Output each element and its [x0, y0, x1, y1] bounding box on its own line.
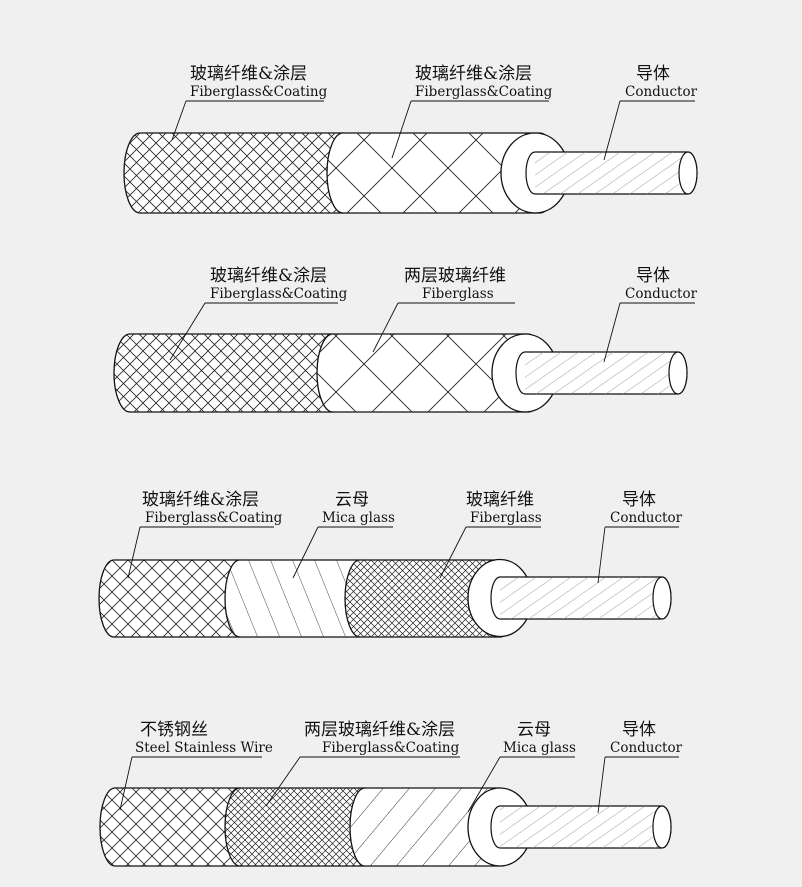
label-en: Conductor: [610, 510, 683, 526]
label-cn: 两层玻璃纤维: [404, 266, 506, 286]
cable-2-conductor: [515, 351, 688, 395]
label-cn: 导体: [636, 64, 670, 84]
cable-4: 不锈钢丝 Steel Stainless Wire 两层玻璃纤维&涂层 Fibe…: [99, 720, 683, 867]
label-cn: 导体: [622, 720, 656, 740]
cable-1-label-1: 玻璃纤维&涂层 Fiberglass&Coating: [171, 64, 328, 141]
cable-1-label-2: 玻璃纤维&涂层 Fiberglass&Coating: [391, 64, 553, 159]
cable-3-outer-layer: [98, 559, 241, 638]
cable-4-label-3: 云母 Mica glass: [467, 720, 576, 813]
cable-3-label-3: 玻璃纤维 Fiberglass: [439, 490, 542, 579]
label-en: Mica glass: [503, 740, 576, 756]
label-cn: 玻璃纤维&涂层: [142, 490, 259, 510]
cable-1-outer-layer: [123, 132, 344, 214]
cable-2-label-2: 两层玻璃纤维 Fiberglass: [372, 266, 515, 353]
cable-1-second-layer: [326, 132, 557, 214]
cable-2-outer-layer: [113, 333, 334, 413]
label-cn: 不锈钢丝: [140, 720, 208, 740]
label-cn: 两层玻璃纤维&涂层: [304, 720, 455, 740]
label-en: Fiberglass&Coating: [210, 286, 348, 302]
cable-3-mica-layer: [224, 559, 361, 638]
cable-4-label-4: 导体 Conductor: [597, 720, 683, 814]
label-cn: 玻璃纤维: [466, 490, 534, 510]
label-en: Steel Stainless Wire: [135, 740, 273, 756]
label-en: Fiberglass&Coating: [190, 84, 328, 100]
cable-4-steel-wire-layer: [99, 787, 241, 867]
cable-3: 玻璃纤维&涂层 Fiberglass&Coating 云母 Mica glass…: [98, 490, 683, 638]
cable-1: 玻璃纤维&涂层 Fiberglass&Coating 玻璃纤维&涂层 Fiber…: [123, 64, 698, 214]
label-cn: 玻璃纤维&涂层: [210, 266, 327, 286]
cable-4-fiberglass-coating-layer: [224, 787, 366, 867]
label-cn: 云母: [517, 720, 551, 740]
cable-4-label-2: 两层玻璃纤维&涂层 Fiberglass&Coating: [265, 720, 460, 807]
label-en: Mica glass: [322, 510, 395, 526]
label-en: Fiberglass: [470, 510, 542, 526]
label-en: Fiberglass&Coating: [145, 510, 283, 526]
label-en: Conductor: [625, 84, 698, 100]
cable-4-conductor: [490, 805, 672, 849]
cable-1-conductor: [525, 151, 698, 195]
cable-3-label-2: 云母 Mica glass: [292, 490, 395, 579]
label-cn: 玻璃纤维&涂层: [190, 64, 307, 84]
cable-3-conductor: [490, 576, 672, 620]
label-cn: 云母: [335, 490, 369, 510]
label-en: Fiberglass: [422, 286, 494, 302]
cable-1-label-3: 导体 Conductor: [603, 64, 698, 161]
label-en: Conductor: [610, 740, 683, 756]
label-cn: 导体: [636, 266, 670, 286]
label-en: Fiberglass&Coating: [415, 84, 553, 100]
label-en: Conductor: [625, 286, 698, 302]
cable-4-label-1: 不锈钢丝 Steel Stainless Wire: [119, 720, 273, 811]
cable-2-label-3: 导体 Conductor: [603, 266, 698, 363]
cable-3-label-1: 玻璃纤维&涂层 Fiberglass&Coating: [127, 490, 283, 579]
cable-3-label-4: 导体 Conductor: [597, 490, 683, 584]
cable-2-label-1: 玻璃纤维&涂层 Fiberglass&Coating: [169, 266, 348, 361]
cable-2: 玻璃纤维&涂层 Fiberglass&Coating 两层玻璃纤维 Fiberg…: [113, 266, 698, 413]
label-en: Fiberglass&Coating: [322, 740, 460, 756]
label-cn: 导体: [622, 490, 656, 510]
label-cn: 玻璃纤维&涂层: [415, 64, 532, 84]
